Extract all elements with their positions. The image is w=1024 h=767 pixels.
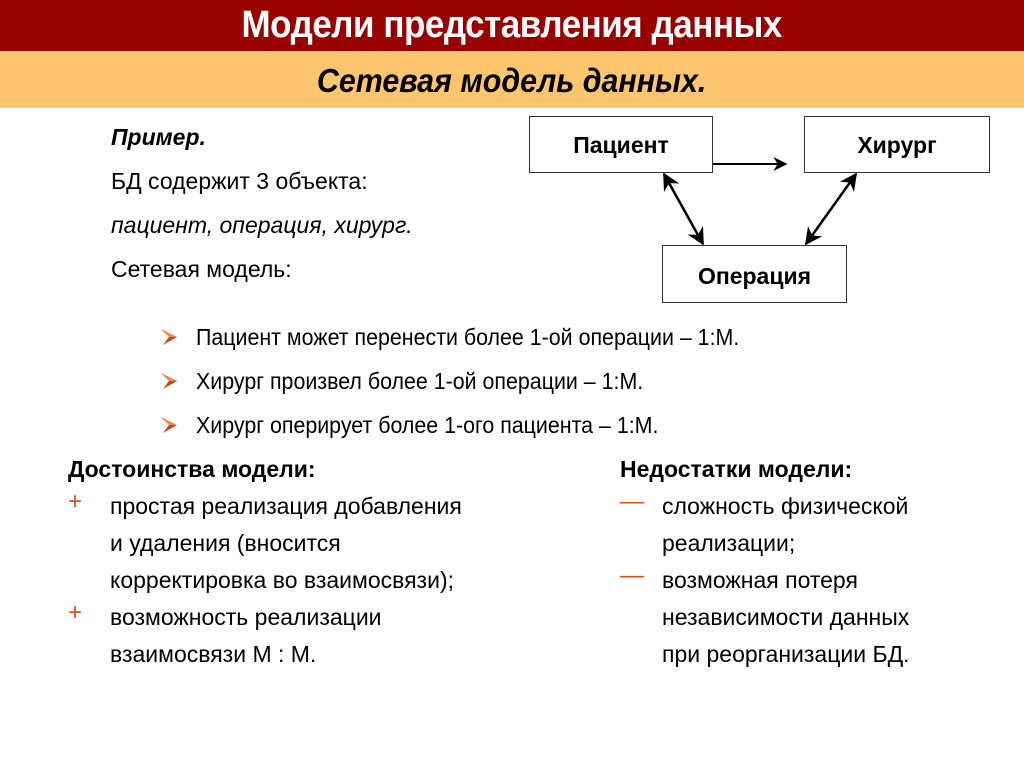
slide-subtitle: Сетевая модель данных.	[317, 62, 707, 99]
slide-title: Модели представления данных	[241, 4, 783, 46]
arrow-bullet-icon	[160, 372, 196, 390]
node-patient: Пациент	[529, 116, 713, 173]
advantages-section: Достоинства модели: + простая реализация…	[68, 454, 462, 673]
plus-icon: +	[68, 488, 83, 515]
list-item: + возможность реализации взаимосвязи М :…	[68, 599, 462, 673]
intro-line-1: БД содержит 3 объекта:	[111, 168, 368, 194]
disadvantages-heading: Недостатки модели:	[620, 456, 853, 482]
list-item: — возможная потеря независимости данных …	[620, 562, 910, 673]
example-label: Пример.	[111, 124, 206, 150]
minus-icon: —	[620, 562, 644, 589]
arrow-bullet-icon	[160, 328, 196, 346]
node-surgeon: Хирург	[804, 116, 990, 173]
arrow-patient-operation	[662, 172, 705, 246]
arrow-bullet-icon	[160, 416, 196, 434]
plus-icon: +	[68, 599, 83, 626]
advantages-heading: Достоинства модели:	[68, 456, 316, 482]
intro-line-3: Сетевая модель:	[111, 256, 292, 282]
list-item: + простая реализация добавления и удален…	[68, 488, 462, 599]
relationship-list: Пациент может перенести более 1-ой опера…	[160, 315, 780, 447]
list-item: Пациент может перенести более 1-ой опера…	[160, 315, 780, 359]
list-item: Хирург оперирует более 1-ого пациента – …	[160, 403, 780, 447]
intro-text: Пример. БД содержит 3 объекта: пациент, …	[111, 122, 413, 298]
minus-icon: —	[620, 488, 644, 515]
slide-subtitle-bar: Сетевая модель данных.	[0, 51, 1024, 108]
list-item: Хирург произвел более 1-ой операции – 1:…	[160, 359, 780, 403]
arrow-surgeon-operation	[804, 172, 858, 246]
slide-title-bar: Модели представления данных	[0, 0, 1024, 51]
intro-line-2: пациент, операция, хирург.	[111, 212, 413, 238]
disadvantages-section: Недостатки модели: — сложность физическо…	[620, 454, 910, 673]
node-operation: Операция	[662, 245, 847, 303]
list-item: — сложность физической реализации;	[620, 488, 910, 562]
